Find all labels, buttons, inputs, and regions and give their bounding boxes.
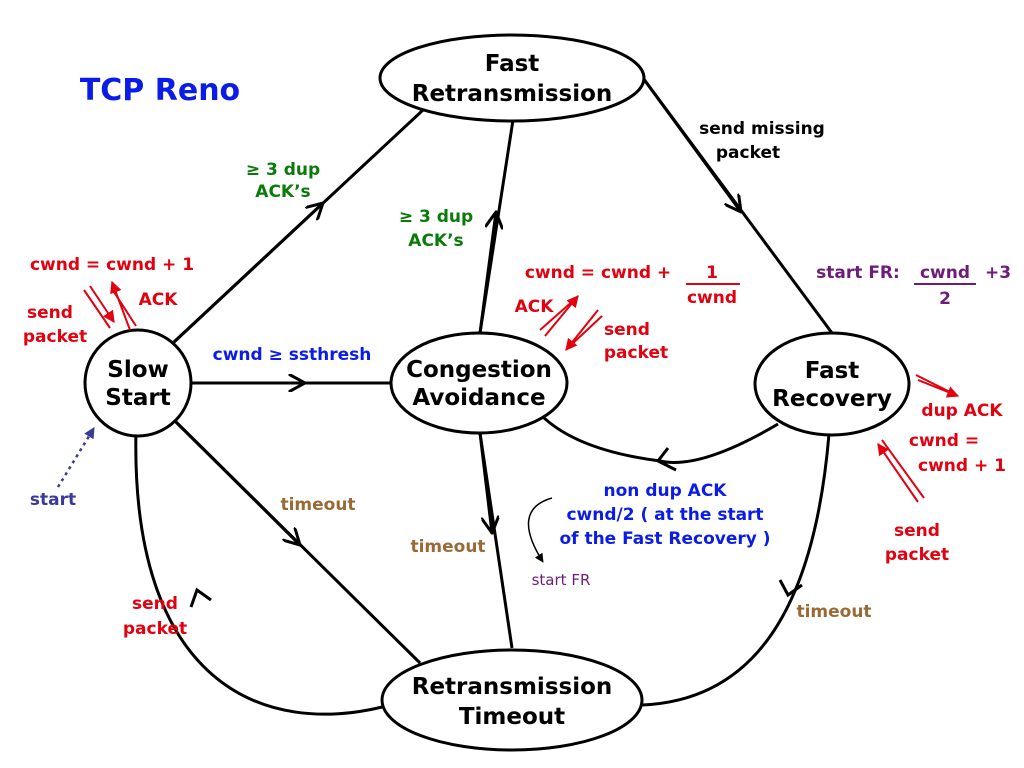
frec-send-double-arrow — [877, 439, 925, 503]
edge-fastretx-to-fastrec-arrow — [641, 77, 741, 212]
label-ca-cwnd-den: cwnd — [687, 288, 737, 308]
start-arrow — [56, 427, 96, 488]
edge-ca-rto-arrow — [478, 432, 492, 533]
label-frec-dup-ack: dup ACK — [921, 401, 1003, 421]
ca-ack-double-arrow — [539, 295, 579, 337]
label-rto-send-line1: send — [132, 594, 178, 614]
label-timeout-ca: timeout — [410, 537, 485, 557]
label-timeout-frec: timeout — [796, 602, 871, 622]
node-congestion-avoidance-line1: Congestion — [406, 357, 552, 383]
label-ca-dup-line1: ≥ 3 dup — [399, 207, 473, 227]
label-ca-send-line2: packet — [604, 343, 668, 363]
label-ca-cwnd-num: 1 — [706, 263, 718, 283]
label-ss-to-ca: cwnd ≥ ssthresh — [213, 345, 372, 365]
label-start-fr-suffix: +3 — [985, 263, 1011, 283]
node-retransmission-timeout: Retransmission Timeout — [380, 648, 644, 752]
edge-rto-to-ss-arrow — [189, 587, 212, 608]
node-fast-retransmission: Fast Retransmission — [378, 33, 646, 123]
ca-send-double-arrow — [565, 309, 603, 351]
label-frec-send-line2: packet — [885, 545, 949, 565]
label-non-dup-ack-line1: non dup ACK — [604, 481, 728, 501]
label-timeout-ss: timeout — [280, 495, 355, 515]
label-ss-dup-line2: ACK’s — [255, 182, 310, 202]
label-ss-cwnd-update: cwnd = cwnd + 1 — [30, 255, 194, 275]
diagram-title: TCP Reno — [80, 73, 240, 108]
node-slow-start: Slow Start — [83, 328, 193, 438]
node-congestion-avoidance: Congestion Avoidance — [389, 331, 569, 435]
ss-ack-double-arrow — [110, 280, 137, 331]
label-ca-dup-line2: ACK’s — [408, 231, 463, 251]
label-frec-update-line1: cwnd = — [909, 431, 979, 451]
label-fr-send-missing-line2: packet — [716, 143, 780, 163]
label-ca-ack: ACK — [515, 297, 555, 317]
label-ss-send-line1: send — [27, 303, 73, 323]
label-frec-send-line1: send — [894, 521, 940, 541]
node-retransmission-timeout-line1: Retransmission — [412, 674, 613, 700]
label-ca-send-line1: send — [604, 320, 650, 340]
node-fast-recovery-line1: Fast — [805, 358, 860, 384]
node-congestion-avoidance-line2: Avoidance — [412, 385, 545, 411]
node-fast-recovery: Fast Recovery — [753, 331, 911, 437]
node-fast-recovery-line2: Recovery — [772, 386, 892, 412]
label-ca-cwnd-update: cwnd = cwnd + — [525, 263, 671, 283]
label-start-fr-prefix: start FR: — [816, 263, 900, 283]
label-ss-dup-line1: ≥ 3 dup — [246, 160, 320, 180]
edge-fastrec-to-rto — [641, 433, 831, 707]
edge-ss-rto-arrow — [174, 420, 300, 545]
label-fr-send-missing-line1: send missing — [699, 119, 825, 139]
label-frec-update-line2: cwnd + 1 — [918, 456, 1006, 476]
node-fast-retransmission-line1: Fast — [485, 51, 540, 77]
label-ss-send-line2: packet — [23, 327, 87, 347]
ss-send-double-arrow — [83, 285, 115, 329]
label-start-fr-small: start FR — [532, 571, 591, 589]
label-start: start — [30, 490, 76, 510]
node-fast-retransmission-line2: Retransmission — [412, 81, 613, 107]
node-retransmission-timeout-line2: Timeout — [459, 704, 565, 730]
edge-fastrec-to-ca — [538, 412, 779, 464]
edge-fastrec-to-rto-arrow — [778, 579, 803, 598]
edge-ss-to-fastretx-arrow — [172, 203, 323, 344]
label-start-fr-num: cwnd — [920, 263, 970, 283]
edge-rto-to-ss — [134, 429, 391, 716]
label-start-fr-den: 2 — [939, 289, 951, 309]
node-slow-start-line1: Slow — [107, 357, 169, 383]
label-non-dup-ack-line3: of the Fast Recovery ) — [559, 529, 770, 549]
start-fr-pointer — [527, 497, 553, 563]
node-slow-start-line2: Start — [105, 385, 170, 411]
edge-fastrec-to-ca-arrow — [655, 447, 677, 472]
edge-ca-to-fastretx-arrow — [478, 212, 496, 334]
label-non-dup-ack-line2: cwnd/2 ( at the start — [566, 505, 763, 525]
label-ss-ack: ACK — [139, 290, 179, 310]
label-rto-send-line2: packet — [123, 619, 187, 639]
frec-dup-ack-double-arrow — [915, 374, 960, 398]
